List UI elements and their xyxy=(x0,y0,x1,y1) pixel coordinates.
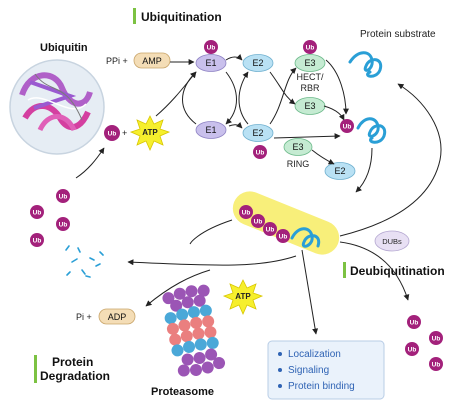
svg-text:E1: E1 xyxy=(205,58,216,68)
protein-substrate-label: Protein substrate xyxy=(360,29,436,40)
svg-text:E3: E3 xyxy=(292,142,303,152)
outcomes-box: Localization Signaling Protein binding xyxy=(267,340,385,400)
ub-token: Ub xyxy=(30,233,44,247)
amp-pill: AMP xyxy=(133,52,171,69)
e2-enzyme: E2 xyxy=(242,54,274,72)
ppi-label: PPi + xyxy=(106,56,128,66)
ub-token: Ub xyxy=(204,40,218,54)
svg-text:E2: E2 xyxy=(334,166,345,176)
ub-token: Ub xyxy=(104,125,120,141)
peptide-fragments-icon xyxy=(65,245,104,278)
e3-ring-enzyme: E3 xyxy=(283,138,313,156)
svg-text:Ub: Ub xyxy=(408,347,417,354)
svg-text:AMP: AMP xyxy=(142,56,162,66)
dubs-badge: DUBs xyxy=(374,230,410,252)
svg-text:Ub: Ub xyxy=(432,336,441,343)
outcome-item: Protein binding xyxy=(288,381,355,392)
ub-token: Ub xyxy=(407,315,421,329)
svg-text:Ub: Ub xyxy=(432,362,441,369)
svg-text:Ub: Ub xyxy=(59,222,68,229)
svg-text:Ub: Ub xyxy=(410,320,419,327)
section-title-degradation-line2: Degradation xyxy=(40,369,110,383)
polyubiquitinated-substrate: Ub Ub Ub Ub xyxy=(232,191,340,255)
arrow-to-polyubiquitination xyxy=(355,147,373,193)
svg-text:Ub: Ub xyxy=(254,219,263,226)
svg-text:Ub: Ub xyxy=(266,227,275,234)
section-marker xyxy=(343,262,346,278)
atp-starburst: ATP xyxy=(222,279,264,315)
svg-text:Ub: Ub xyxy=(306,45,315,52)
ub-token: Ub xyxy=(30,205,44,219)
ubiquitin-title: Ubiquitin xyxy=(40,42,88,54)
svg-text:Ub: Ub xyxy=(207,45,216,52)
ub-token: Ub xyxy=(429,331,443,345)
e2-enzyme-released: E2 xyxy=(324,162,356,180)
svg-text:Ub: Ub xyxy=(33,210,42,217)
ub-token: Ub xyxy=(303,40,317,54)
svg-text:Ub: Ub xyxy=(279,234,288,241)
deubiquitination-arrows xyxy=(75,83,442,335)
ring-label: RING xyxy=(287,159,310,169)
svg-text:DUBs: DUBs xyxy=(382,237,402,246)
adp-pill: ADP xyxy=(98,308,136,325)
e1-enzyme: E1 xyxy=(195,121,227,139)
section-marker xyxy=(133,8,136,24)
section-title-ubiquitination: Ubiquitination xyxy=(141,10,222,24)
svg-text:Ub: Ub xyxy=(343,124,352,131)
ubiquitinated-substrate-icon xyxy=(356,117,387,144)
section-title-deubiquitination: Deubiquitination xyxy=(350,264,445,278)
svg-text:E3: E3 xyxy=(304,101,315,111)
svg-text:Ub: Ub xyxy=(256,150,265,157)
svg-text:Ub: Ub xyxy=(59,194,68,201)
svg-text:Ub: Ub xyxy=(242,210,251,217)
e3-enzyme-loaded: E3 xyxy=(294,54,326,72)
ubiquitin-structure-icon xyxy=(9,59,105,155)
ub-token: Ub xyxy=(429,357,443,371)
svg-text:ADP: ADP xyxy=(108,312,127,322)
svg-text:ATP: ATP xyxy=(142,128,158,137)
ub-token: Ub xyxy=(253,145,267,159)
cascade-arrows xyxy=(155,54,349,165)
svg-text:Ub: Ub xyxy=(33,238,42,245)
svg-text:E2: E2 xyxy=(252,128,263,138)
atp-starburst: ATP xyxy=(129,115,171,151)
proteasome-icon xyxy=(162,284,226,377)
rbr-label: RBR xyxy=(300,83,320,93)
e1-enzyme-loaded: E1 xyxy=(195,54,227,72)
svg-text:E3: E3 xyxy=(304,58,315,68)
section-marker xyxy=(34,355,37,383)
e2-enzyme-loaded: E2 xyxy=(242,124,274,142)
hect-label: HECT/ xyxy=(297,72,324,82)
ub-token: Ub xyxy=(56,189,70,203)
svg-text:Ub: Ub xyxy=(108,131,117,138)
proteasome-label: Proteasome xyxy=(151,386,214,398)
plus-sign: + xyxy=(122,128,127,138)
svg-text:E2: E2 xyxy=(252,58,263,68)
section-title-degradation-line1: Protein xyxy=(52,355,93,369)
protein-substrate-icon xyxy=(348,51,383,78)
svg-text:ATP: ATP xyxy=(235,292,251,301)
ub-token: Ub xyxy=(405,342,419,356)
ub-token: Ub xyxy=(340,119,354,133)
ub-token: Ub xyxy=(56,217,70,231)
svg-text:E1: E1 xyxy=(205,125,216,135)
pi-label: Pi + xyxy=(76,312,92,322)
outcome-item: Localization xyxy=(288,349,341,360)
outcome-item: Signaling xyxy=(288,365,329,376)
e3-enzyme: E3 xyxy=(294,97,326,115)
